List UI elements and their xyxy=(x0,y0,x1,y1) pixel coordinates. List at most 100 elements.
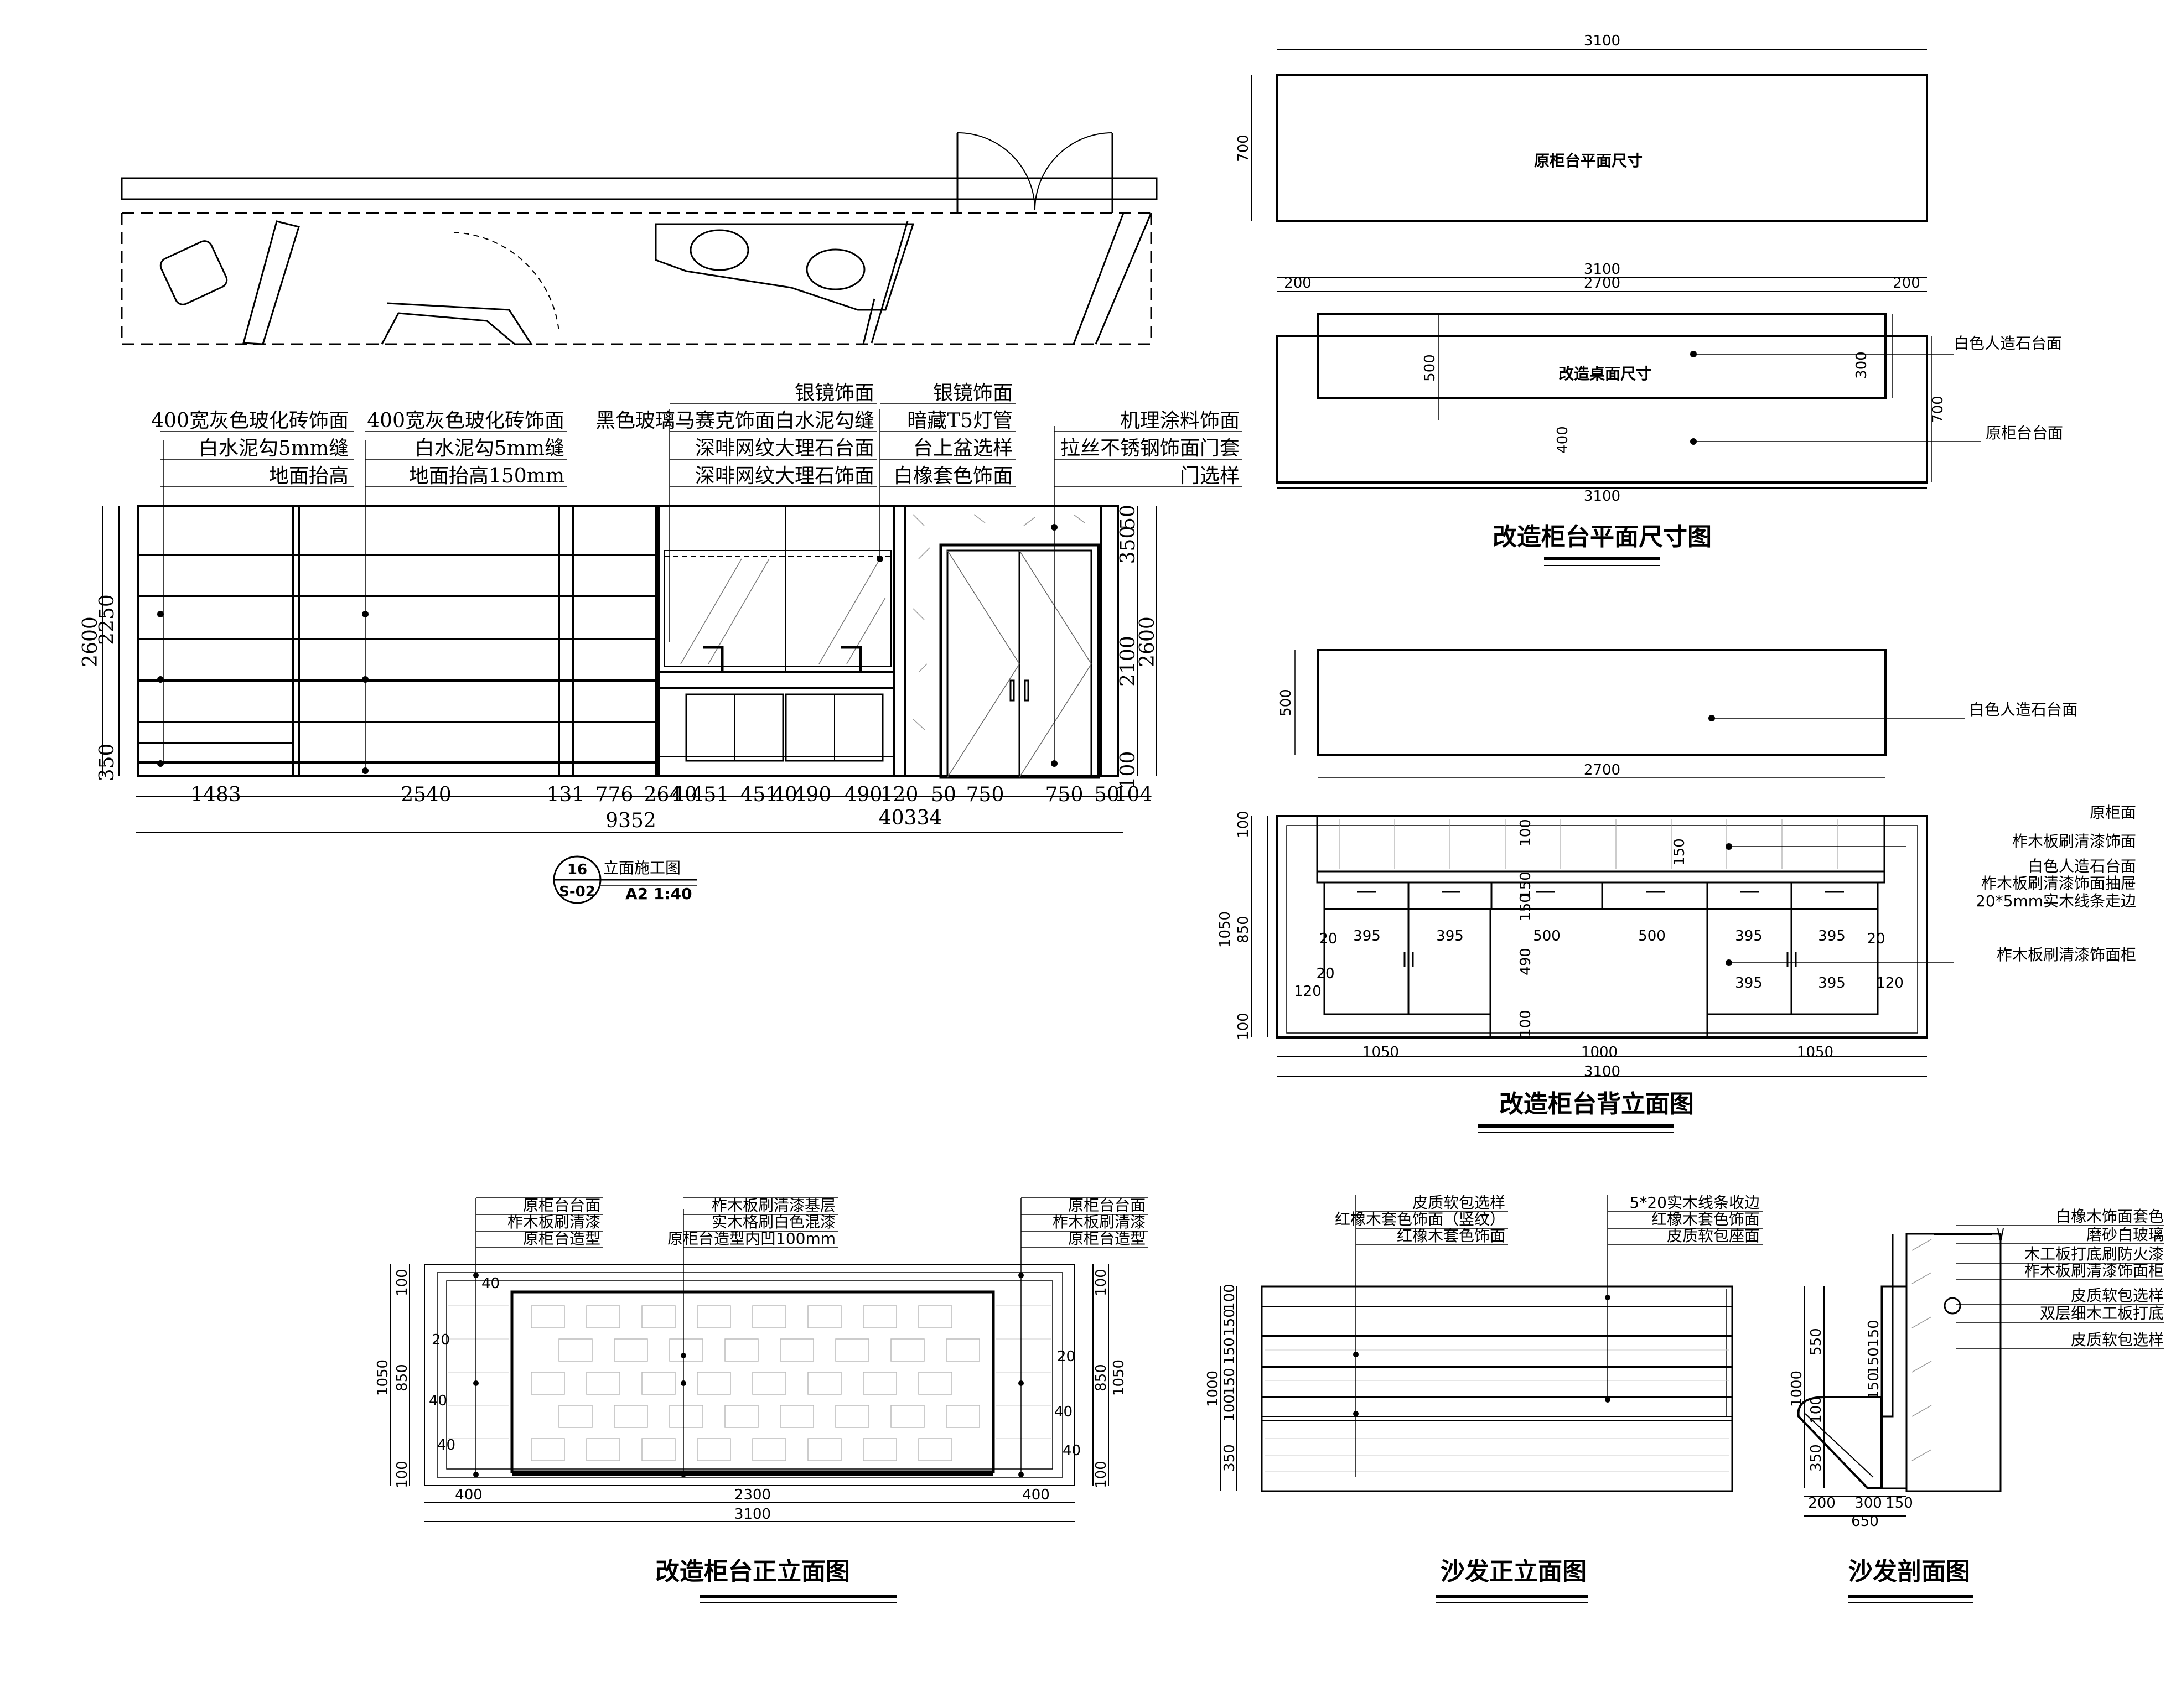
note-d-1: 银镜饰面 xyxy=(933,382,1013,404)
sofa-front-callout-l2: 红橡木套色饰面（竖纹） xyxy=(1335,1210,1505,1228)
front-left-1050: 1050 xyxy=(375,1359,391,1396)
section-callout-6: 双层细木工板打底 xyxy=(2040,1304,2164,1322)
plan-fixture-icon xyxy=(159,240,228,305)
front-small-40-3: 40 xyxy=(437,1437,455,1453)
front-left-100-bottom: 100 xyxy=(394,1461,411,1488)
original-plan-depth: 700 xyxy=(1235,134,1252,162)
section-inner-150-1: 150 xyxy=(1866,1320,1882,1347)
back-small-150-1: 150 xyxy=(1517,871,1534,899)
back-dim-1050-right: 1050 xyxy=(1797,1044,1833,1061)
note-a-3: 地面抬高 xyxy=(269,465,349,487)
note-e-2: 拉丝不锈钢饰面门套 xyxy=(1060,437,1240,460)
note-a-2: 白水泥勾5mm缝 xyxy=(199,437,349,460)
section-dim-150: 150 xyxy=(1885,1495,1913,1512)
back-callout-4: 柞木板刷清漆饰面抽屉 xyxy=(1981,874,2136,892)
back-dim-3100: 3100 xyxy=(1584,1063,1620,1080)
note-c-3: 深啡网纹大理石台面 xyxy=(695,437,874,460)
elevation-annotations: 400宽灰色玻化砖饰面 白水泥勾5mm缝 地面抬高 400宽灰色玻化砖饰面 白水… xyxy=(151,382,1240,487)
note-c-1: 银镜饰面 xyxy=(795,382,874,404)
dim-right-2600: 2600 xyxy=(1136,616,1159,667)
back-inner-395-6: 395 xyxy=(1818,975,1846,991)
mod-plan-callout-2: 原柜台台面 xyxy=(1986,424,2063,442)
back-small-490: 490 xyxy=(1517,948,1534,975)
front-dim-2300: 2300 xyxy=(734,1487,771,1503)
front-right-100-bottom: 100 xyxy=(1093,1461,1110,1488)
dim-right-50: 50 xyxy=(1117,505,1139,530)
section-dim-300: 300 xyxy=(1854,1495,1882,1512)
sofa-front-callout-r3: 皮质软包座面 xyxy=(1667,1227,1760,1245)
elevation-note-lines xyxy=(160,403,1242,487)
dim-750b: 750 xyxy=(1045,783,1084,806)
front-small-20-1: 20 xyxy=(432,1332,450,1348)
sofa-section xyxy=(1797,1225,2164,1517)
note-b-1: 400宽灰色玻化砖饰面 xyxy=(367,409,564,432)
sofa-front-callout-l3: 红橡木套色饰面 xyxy=(1397,1227,1505,1245)
back-small-120-1: 120 xyxy=(1294,983,1322,1000)
front-callout-m3: 原柜台造型内凹100mm xyxy=(667,1229,836,1248)
mod-plan-dim-3100-bottom: 3100 xyxy=(1584,488,1620,505)
front-callout-m2: 实木格刷白色混漆 xyxy=(712,1213,836,1231)
sofa-section-title: 沙发剖面图 xyxy=(1848,1558,1970,1586)
dim-right-100: 100 xyxy=(1117,751,1139,790)
top-board-dim-2700: 2700 xyxy=(1584,762,1620,778)
note-c-2: 黑色玻璃马赛克饰面白水泥勾缝 xyxy=(595,409,874,432)
mod-plan-dim-300: 300 xyxy=(1853,351,1870,379)
mod-plan-dim-700: 700 xyxy=(1930,396,1946,423)
back-callout-5: 20*5mm实木线条走边 xyxy=(1976,892,2136,910)
back-small-20-1: 20 xyxy=(1319,931,1337,947)
sofa-front-callout-r1: 5*20实木线条收边 xyxy=(1630,1193,1760,1212)
back-inner-395-4: 395 xyxy=(1818,928,1846,944)
dim-264: 264 xyxy=(644,783,682,806)
sofa-front-dim-350: 350 xyxy=(1221,1444,1238,1472)
floor-plan-strip xyxy=(121,132,1158,345)
back-elev-title: 改造柜台背立面图 xyxy=(1499,1090,1694,1118)
section-dim-1000: 1000 xyxy=(1789,1370,1805,1407)
front-callout-r2: 柞木板刷清漆 xyxy=(1053,1213,1146,1231)
note-d-3: 台上盆选样 xyxy=(913,437,1013,460)
sofa-front-dim-150-1: 150 xyxy=(1221,1309,1238,1336)
mod-plan-dim-400: 400 xyxy=(1555,426,1571,454)
dim-right-350: 350 xyxy=(1117,526,1139,564)
dim-40b: 40 xyxy=(772,783,797,806)
tag-title: 立面施工图 xyxy=(603,859,681,877)
back-left-100-top: 100 xyxy=(1235,811,1252,838)
sofa-front-dim-150-2: 150 xyxy=(1221,1337,1238,1365)
mod-plan-label: 改造桌面尺寸 xyxy=(1558,365,1651,383)
front-right-850: 850 xyxy=(1093,1364,1110,1392)
sofa-front-dim-100-2: 100 xyxy=(1221,1394,1238,1422)
tag-scale: A2 1:40 xyxy=(625,885,692,903)
sofa-front-dim-1000: 1000 xyxy=(1205,1370,1221,1407)
back-small-150-2: 150 xyxy=(1517,894,1534,921)
back-elevation xyxy=(1251,815,1954,1077)
dim-451b: 451 xyxy=(740,783,779,806)
front-right-100-top: 100 xyxy=(1093,1269,1110,1296)
section-callout-7: 皮质软包选样 xyxy=(2071,1331,2164,1349)
front-small-40-2: 40 xyxy=(429,1393,447,1409)
front-left-850: 850 xyxy=(394,1364,411,1392)
back-elevation-text: 原柜面 柞木板刷清漆饰面 白色人造石台面 柞木板刷清漆饰面抽屉 20*5mm实木… xyxy=(1217,803,2136,1118)
sofa-front-title: 沙发正立面图 xyxy=(1441,1558,1587,1586)
back-small-100: 100 xyxy=(1517,1010,1534,1037)
mod-plan-title: 改造柜台平面尺寸图 xyxy=(1493,523,1712,551)
section-dim-100: 100 xyxy=(1808,1396,1825,1424)
front-callout-r3: 原柜台造型 xyxy=(1068,1229,1146,1248)
top-board-dim-500: 500 xyxy=(1278,689,1294,717)
main-elevation xyxy=(137,409,1119,779)
front-elevation-text: 原柜台台面 柞木板刷清漆 原柜台造型 柞木板刷清漆基层 实木格刷白色混漆 原柜台… xyxy=(375,1196,1146,1586)
top-board-callout: 白色人造石台面 xyxy=(1969,700,2077,719)
original-plan-width: 3100 xyxy=(1584,33,1620,49)
mod-plan-dim-200-right: 200 xyxy=(1893,275,1920,292)
tag-number: 16 xyxy=(567,861,587,878)
back-left-100-bottom: 100 xyxy=(1235,1013,1252,1040)
dim-left-2600: 2600 xyxy=(79,616,102,667)
section-dim-650: 650 xyxy=(1851,1513,1879,1530)
note-e-3: 门选样 xyxy=(1180,465,1240,487)
back-left-850: 850 xyxy=(1235,916,1252,943)
sofa-front-text: 皮质软包选样 红橡木套色饰面（竖纹） 红橡木套色饰面 5*20实木线条收边 红橡… xyxy=(1205,1193,1760,1586)
modified-counter-plan xyxy=(1276,277,1981,489)
note-d-4: 白橡套色饰面 xyxy=(893,465,1013,487)
counter-top-board xyxy=(1294,649,1965,778)
drawing-tag: 16 S-02 立面施工图 A2 1:40 xyxy=(553,855,697,904)
note-d-2: 暗藏T5灯管 xyxy=(907,409,1013,432)
